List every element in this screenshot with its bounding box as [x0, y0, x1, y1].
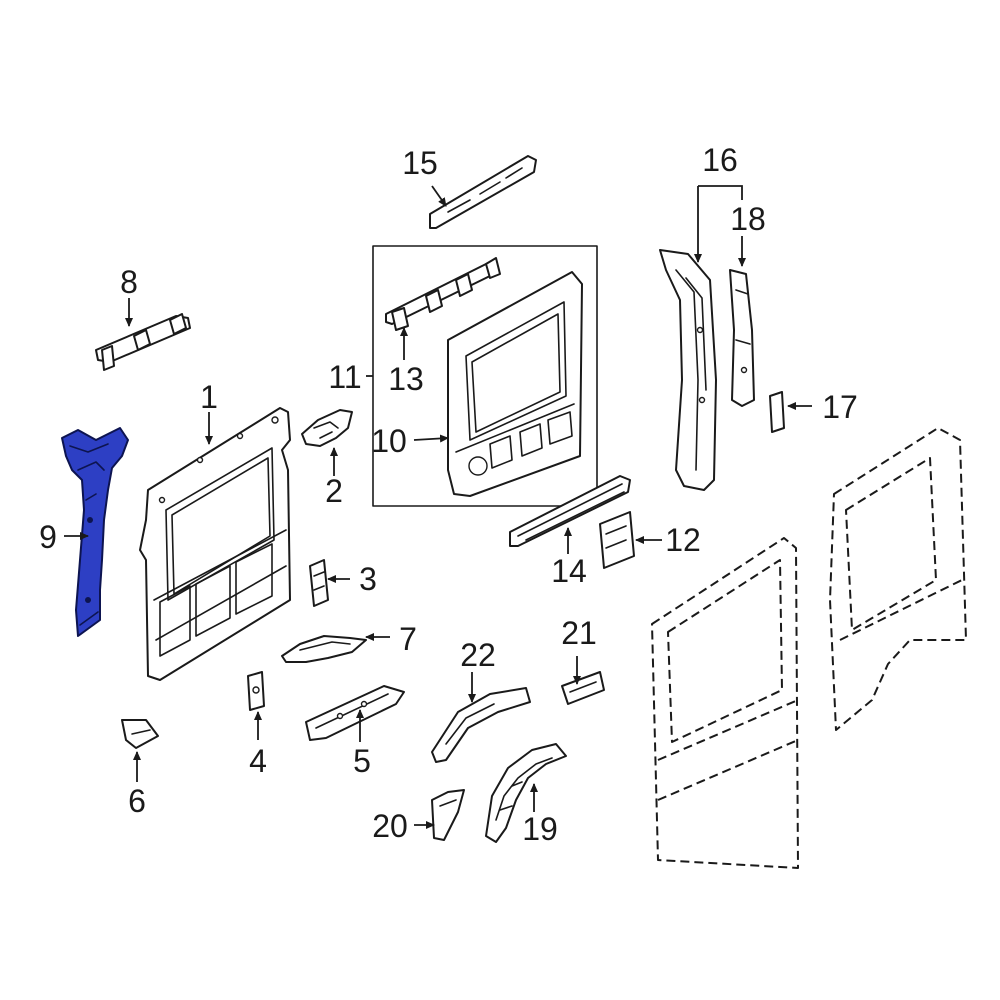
- part-10-partition-panel[interactable]: [447, 271, 583, 497]
- part-19-wheelhouse[interactable]: [485, 743, 567, 843]
- callout-4: 4: [249, 743, 267, 779]
- callout-12: 12: [665, 522, 701, 558]
- part-12-bracket[interactable]: [599, 511, 635, 569]
- part-16-pillar[interactable]: [659, 249, 717, 491]
- callout-18: 18: [730, 201, 766, 237]
- part-18-reinforcement[interactable]: [729, 269, 755, 407]
- callout-8: 8: [120, 264, 138, 300]
- part-21-bracket[interactable]: [561, 671, 605, 705]
- part-2-bracket[interactable]: [301, 409, 353, 447]
- callout-16: 16: [702, 142, 738, 178]
- part-13-roof-bow[interactable]: [385, 257, 501, 331]
- callout-11: 11: [328, 359, 361, 395]
- reference-body-panel-rear: [829, 427, 967, 731]
- callout-7: 7: [399, 621, 417, 657]
- part-4-bracket[interactable]: [247, 671, 265, 711]
- reference-body-panel-front: [651, 537, 799, 869]
- part-20-bracket[interactable]: [431, 789, 465, 841]
- callout-15: 15: [402, 145, 438, 181]
- part-14-sill-rail[interactable]: [509, 475, 631, 547]
- callout-22: 22: [460, 637, 496, 673]
- callout-5: 5: [353, 743, 371, 779]
- part-5-floor-rail[interactable]: [305, 685, 405, 741]
- part-1-side-panel[interactable]: [139, 407, 291, 681]
- part-9-pillar-highlighted[interactable]: [61, 427, 129, 637]
- callout-labels: 1 2 3 4 5 6 7 8 9 10 11 12 13 14 15 16 1…: [39, 142, 858, 847]
- callout-13: 13: [388, 361, 424, 397]
- callout-21: 21: [561, 615, 597, 651]
- part-3-bracket[interactable]: [309, 559, 329, 607]
- callout-1: 1: [200, 379, 218, 415]
- callout-10: 10: [371, 423, 407, 459]
- callout-3: 3: [359, 561, 377, 597]
- callout-19: 19: [522, 811, 558, 847]
- callout-20: 20: [372, 808, 408, 844]
- callout-6: 6: [128, 783, 146, 819]
- part-8-roof-bracket[interactable]: [95, 313, 191, 371]
- part-6-gusset[interactable]: [121, 719, 159, 749]
- part-15-header-rail[interactable]: [429, 155, 537, 229]
- callout-2: 2: [325, 473, 343, 509]
- leader-lines: [64, 185, 812, 829]
- callout-14: 14: [551, 553, 587, 589]
- callout-9: 9: [39, 519, 57, 555]
- part-7-floor-bracket[interactable]: [281, 635, 367, 663]
- part-22-wheelhouse-reinforcement[interactable]: [431, 687, 531, 763]
- part-17-clip[interactable]: [769, 391, 785, 433]
- callout-17: 17: [822, 389, 858, 425]
